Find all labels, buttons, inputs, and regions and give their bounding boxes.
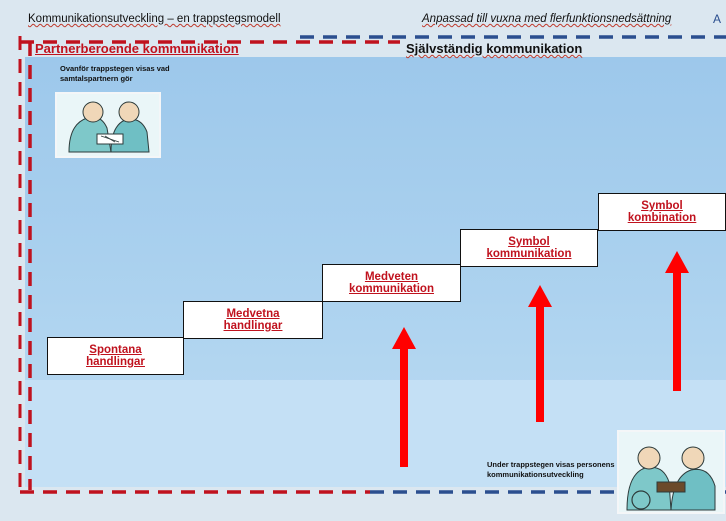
partner-photo xyxy=(55,92,161,158)
adaptation-subtitle: Anpassad till vuxna med flerfunktionsned… xyxy=(422,13,672,25)
red-up-arrow-1 xyxy=(392,327,416,467)
lower-background-band xyxy=(25,380,726,487)
red-up-arrow-2 xyxy=(528,285,552,422)
two-people-illustration xyxy=(57,94,159,156)
note-below-steps: Under trappstegen visas personens kommun… xyxy=(487,460,615,479)
person-photo xyxy=(617,430,725,514)
independent-label: Självständig kommunikation xyxy=(406,41,583,56)
caregiver-illustration xyxy=(619,432,723,512)
note-above-steps: Ovanför trappstegen visas vad samtalspar… xyxy=(60,64,170,83)
header-caret-glyph: A xyxy=(713,12,722,26)
red-up-arrow-3 xyxy=(665,251,689,391)
partner-dependent-label: Partnerberoende kommunikation xyxy=(35,41,239,56)
document-title: Kommunikationsutveckling – en trappstegs… xyxy=(28,13,281,25)
